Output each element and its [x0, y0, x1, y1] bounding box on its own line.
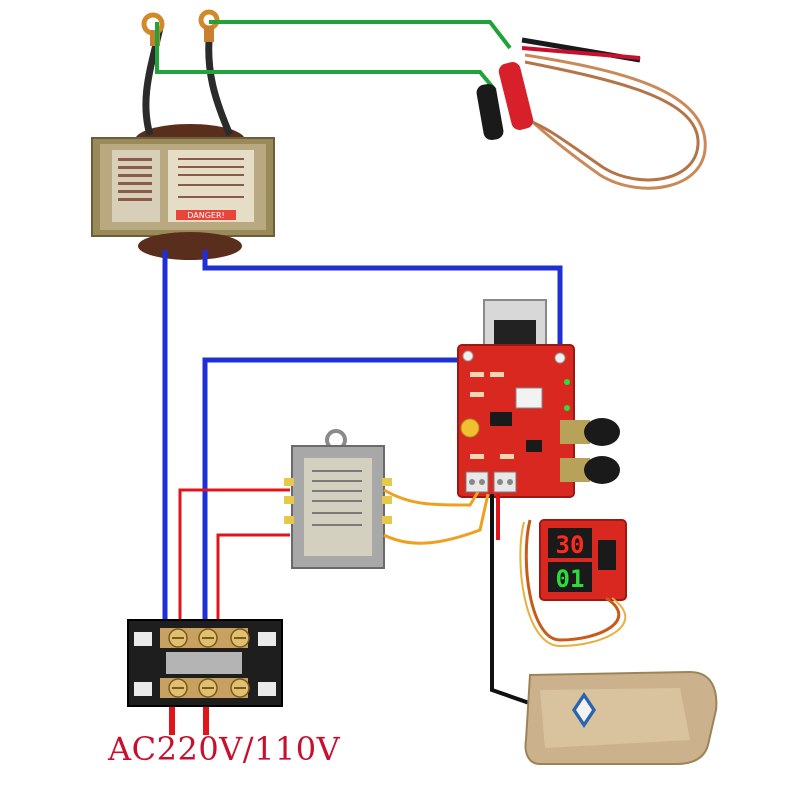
black-wire-to-pedal — [490, 494, 536, 707]
relay — [515, 387, 543, 409]
blue-wires — [162, 250, 563, 640]
display-driver-chip — [598, 540, 616, 570]
supply-voltage-label: AC220V/110V — [108, 730, 341, 768]
green-wire-lower — [155, 22, 497, 92]
main-transformer: DANGER! — [91, 9, 275, 260]
terminal-block — [127, 619, 283, 707]
transformer-sticker — [112, 150, 160, 222]
orange-wire-1 — [383, 488, 480, 507]
transformer-coil-bottom — [138, 232, 242, 260]
red-wires — [169, 488, 500, 735]
red-wire-primary-1 — [178, 488, 290, 640]
green-output-wires — [155, 20, 512, 92]
potentiometer-bottom — [560, 456, 620, 484]
green-wire-upper — [209, 20, 512, 50]
orange-wires — [383, 488, 490, 545]
orange-wire-2 — [383, 493, 490, 545]
board-terminal-right — [493, 471, 517, 493]
welding-pen — [476, 37, 707, 190]
foot-pedal — [524, 670, 718, 765]
ic-chip — [490, 412, 512, 426]
small-transformer — [284, 429, 392, 569]
red-probe — [498, 62, 534, 130]
capacitor — [460, 418, 480, 438]
transformer-danger-label: DANGER! — [187, 211, 225, 220]
blue-wire-transformer-to-board — [202, 250, 563, 360]
display-upper-value: 30 — [556, 531, 585, 559]
transformer-lead-right — [205, 27, 234, 137]
status-led-green — [564, 379, 570, 385]
pedal-logo — [572, 692, 596, 728]
display-module: 30 01 — [519, 519, 627, 648]
red-wire-primary-2 — [216, 533, 290, 640]
black-probe — [476, 83, 504, 141]
blue-wire-board-to-terminal — [202, 357, 468, 640]
potentiometer-top — [560, 418, 620, 446]
display-cable — [524, 519, 621, 642]
control-board — [457, 299, 620, 498]
display-lower-value: 01 — [556, 565, 585, 593]
